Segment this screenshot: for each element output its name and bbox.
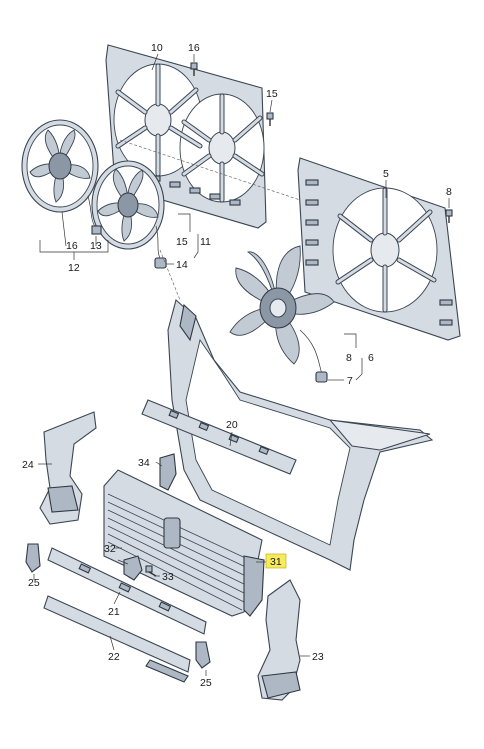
bracket	[123, 555, 143, 581]
label-16-top: 16	[188, 42, 200, 54]
callout-labels: 10 16 15 5 8 16 13 12 15 11 14 8 6 7 20 …	[22, 42, 452, 689]
label-11: 11	[200, 236, 211, 248]
label-13: 13	[90, 240, 102, 252]
label-25-bottom: 25	[200, 677, 212, 689]
front-carrier	[119, 139, 434, 571]
air-guide-bar	[141, 399, 297, 475]
fan-shroud-single	[297, 157, 461, 341]
fan-small-2	[91, 160, 165, 250]
air-duct-right	[257, 579, 301, 701]
label-5: 5	[383, 168, 389, 180]
screw-icon	[190, 62, 198, 76]
clip	[195, 641, 211, 669]
connector-icon	[91, 225, 102, 235]
connector-icon	[154, 257, 167, 269]
label-34: 34	[138, 457, 150, 469]
label-15-top: 15	[266, 88, 278, 100]
label-24: 24	[22, 459, 34, 471]
label-8-right: 8	[446, 186, 452, 198]
screw-icon	[145, 565, 157, 577]
label-12: 12	[68, 262, 80, 274]
bracket	[159, 453, 177, 491]
label-14: 14	[176, 259, 188, 271]
screw-icon	[266, 112, 274, 126]
label-22: 22	[108, 651, 120, 663]
trim-strip-lower	[43, 595, 191, 683]
label-8-mid: 8	[346, 352, 352, 364]
label-7: 7	[347, 375, 353, 387]
clip	[25, 543, 41, 573]
label-10: 10	[151, 42, 163, 54]
label-31: 31	[270, 556, 282, 568]
label-25-left: 25	[28, 577, 40, 589]
callout-31-highlight	[265, 553, 287, 569]
label-16-left: 16	[66, 240, 78, 252]
connector-icon	[315, 371, 328, 383]
screw-icon	[445, 209, 453, 223]
label-20: 20	[226, 419, 238, 431]
label-6: 6	[368, 352, 374, 364]
label-32-a: 32	[104, 543, 116, 555]
label-23: 23	[312, 651, 324, 663]
label-33: 33	[162, 571, 174, 583]
air-duct-left	[39, 411, 97, 525]
air-shutter	[103, 469, 265, 617]
label-15-mid: 15	[176, 236, 188, 248]
fan-large	[229, 245, 335, 383]
fan-small-1	[21, 119, 99, 213]
trim-strip-upper	[47, 547, 207, 635]
label-21: 21	[108, 606, 120, 618]
